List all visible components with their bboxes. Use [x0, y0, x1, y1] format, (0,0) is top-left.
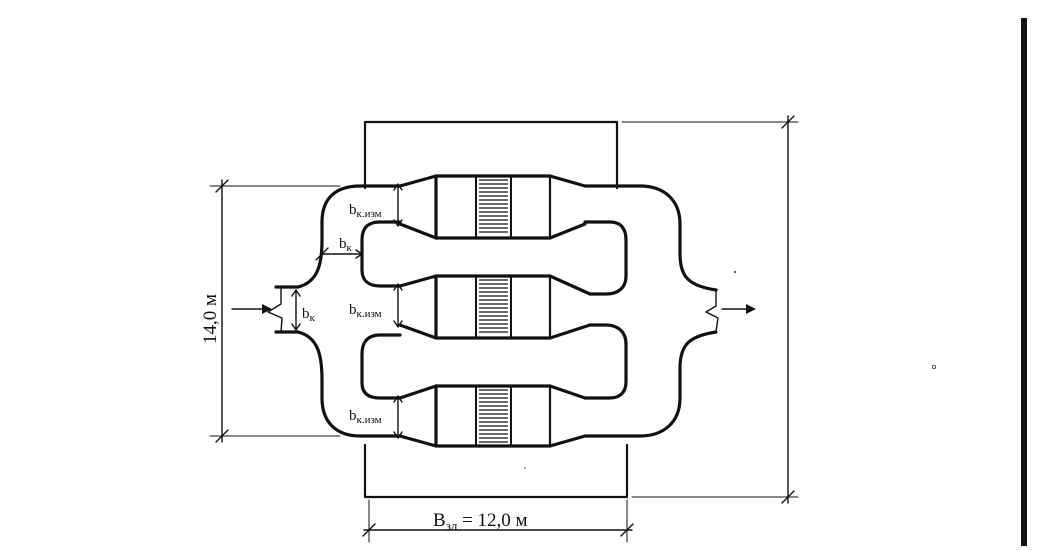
speck: [524, 467, 526, 469]
label-bk-izm-top: bк.изм: [349, 202, 382, 220]
inlet: [267, 285, 301, 334]
outlet-arrow-icon: [721, 304, 756, 314]
screen-hatch-middle: [479, 279, 508, 333]
building-outline: [363, 120, 629, 499]
inlet-arrow-icon: [231, 304, 272, 314]
page-edge-bar: [1021, 18, 1027, 546]
outlet: [705, 288, 719, 333]
label-bk-izm-middle: bк.изм: [349, 302, 382, 320]
inner-island-upper: [360, 220, 628, 296]
channel-module-top: [398, 174, 587, 240]
dimension-height-label: 14,0 м: [200, 294, 221, 344]
dimension-width-label: Bзл = 12,0 м: [433, 510, 528, 533]
channel-module-bottom: [398, 384, 587, 448]
dimension-width-bottom: [362, 499, 634, 543]
screen-hatch-bottom: [479, 389, 508, 443]
dimension-height-left: [209, 179, 341, 443]
speck: [734, 271, 736, 273]
inner-island-lower: [360, 323, 628, 400]
label-bk-upper: bк: [339, 236, 353, 254]
dimension-height-right: [621, 115, 799, 504]
screen-hatch-top: [479, 179, 508, 233]
channel-module-middle: [398, 274, 592, 340]
speck: [932, 364, 937, 369]
width-marks-entrances: [315, 183, 403, 439]
label-bk-inlet: bк: [302, 306, 316, 324]
label-bk-izm-bottom: bк.изм: [349, 408, 382, 426]
outer-channel: [296, 184, 718, 438]
